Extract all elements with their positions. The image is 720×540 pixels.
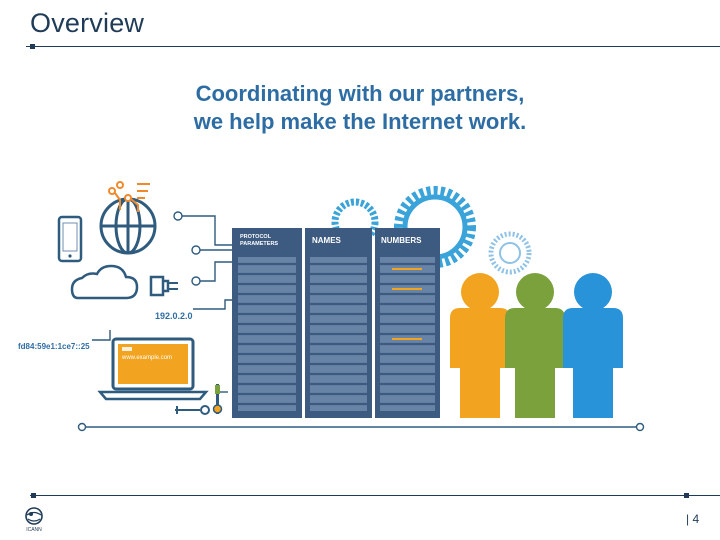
footer-divider-marker-left: [31, 493, 36, 498]
registry-servers: [232, 228, 440, 418]
globe-icon: [99, 197, 157, 255]
server-status-lights: [392, 268, 422, 340]
server-slots: [238, 262, 435, 406]
footer-divider: [30, 495, 720, 496]
laptop-icon: [97, 337, 209, 401]
page-number: | 4: [686, 512, 700, 526]
person-green: [505, 273, 565, 418]
title-divider: [26, 46, 720, 47]
node-dot: [191, 276, 201, 286]
slide-title: Overview: [30, 8, 145, 38]
icann-logo-icon: ICANN: [25, 507, 43, 533]
names-header: NAMES: [312, 236, 342, 245]
subtitle-line-1: Coordinating with our partners,: [195, 81, 525, 106]
icann-logo: ICANN: [20, 505, 48, 538]
icann-logo-wordmark: ICANN: [26, 527, 42, 533]
ipv4-address-label: 192.0.2.0: [155, 311, 193, 321]
tools-icon: [175, 384, 223, 415]
protocol-parameters-header-line-2: PARAMETERS: [240, 241, 278, 247]
title-divider-marker: [30, 44, 35, 49]
internet-coordination-illustration: 192.0.2.0 fd84:59e1:1ce7::25 www.example…: [18, 181, 645, 432]
node-dot: [635, 422, 645, 432]
footer-divider-marker-right: [684, 493, 689, 498]
person-orange: [450, 273, 510, 418]
person-blue: [563, 273, 623, 418]
url-label: www.example.com: [121, 355, 172, 361]
cloud-icon: [70, 264, 139, 300]
ipv6-address-label: fd84:59e1:1ce7::25: [18, 342, 90, 351]
circuit-icon: [108, 181, 150, 212]
node-dot: [77, 422, 87, 432]
right-gear-icon: [488, 231, 532, 275]
slide-subtitle: Coordinating with our partners, we help …: [110, 80, 610, 136]
subtitle-line-2: we help make the Internet work.: [193, 109, 527, 134]
protocol-parameters-header-line-1: PROTOCOL: [240, 234, 272, 240]
mobile-phone-icon: [57, 215, 83, 263]
plug-icon: [149, 275, 178, 297]
numbers-header: NUMBERS: [381, 236, 422, 245]
node-dot: [173, 211, 183, 221]
node-dot: [191, 245, 201, 255]
